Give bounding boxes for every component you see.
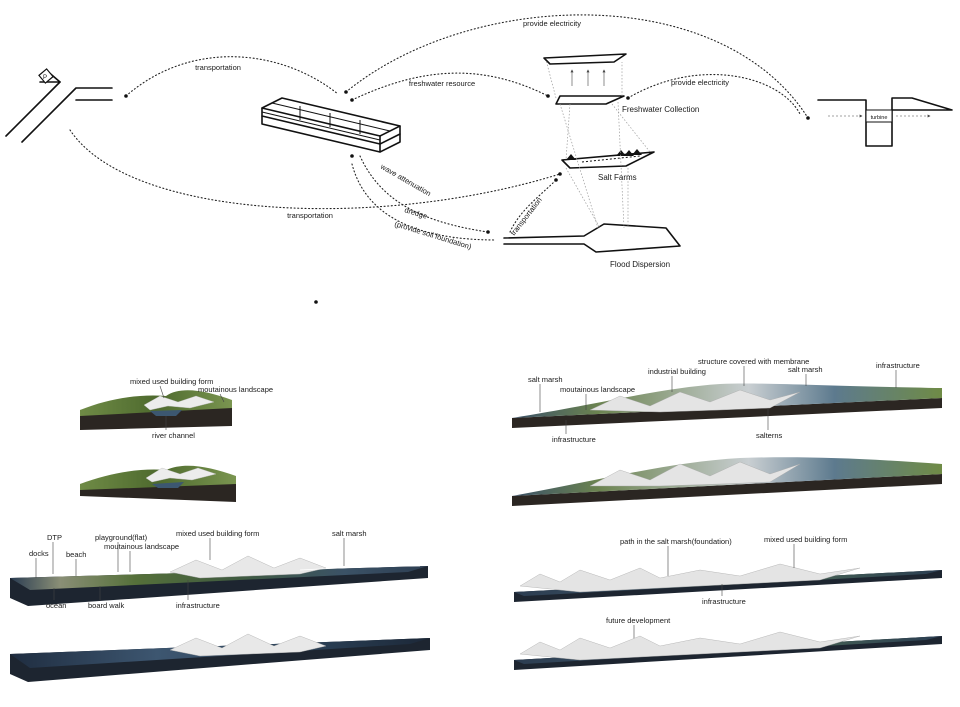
turbine-icon <box>817 97 953 147</box>
right-top-label-salt-marsh-l: salt marsh <box>528 375 563 384</box>
label-provide-electricity-right: provide electricity <box>671 78 729 87</box>
model-small-lower <box>80 465 236 502</box>
road-intersection-icon: P <box>5 68 113 143</box>
vertical-guides <box>545 59 651 229</box>
label-transportation-top: transportation <box>195 63 241 72</box>
model-right-bottom-lower <box>514 631 942 670</box>
right-top-label-salterns: salterns <box>756 431 783 440</box>
right-top-label-infra-l: infrastructure <box>552 435 596 444</box>
model-left-long-upper <box>10 555 428 606</box>
label-transportation-bottom: transportation <box>287 211 333 220</box>
freshwater-collection-icon <box>543 53 627 105</box>
label-turbine: turbine <box>871 115 888 121</box>
label-dredge-soil: (provide soil foundation) <box>393 219 473 251</box>
flow-diagram: P <box>5 14 953 304</box>
svg-text:P: P <box>43 75 47 81</box>
left-long-label-infrastructure: infrastructure <box>176 601 220 610</box>
model-small-upper <box>80 390 232 430</box>
flow-arcs <box>69 14 810 304</box>
label-salt-farms: Salt Farms <box>598 173 637 182</box>
left-long-label-beach: beach <box>66 550 86 559</box>
label-transportation-diag: transportation <box>508 196 543 238</box>
label-dredge: dredge <box>403 205 428 220</box>
label-flood-dispersion: Flood Dispersion <box>610 260 670 269</box>
model-right-top-lower <box>512 457 942 506</box>
right-bottom-label-mixed: mixed used building form <box>764 535 847 544</box>
left-long-label-docks: docks <box>29 549 49 558</box>
salt-farms-icon <box>561 149 655 169</box>
right-bottom-label-infra: infrastructure <box>702 597 746 606</box>
right-top-label-infra-r: infrastructure <box>876 361 920 370</box>
small-model-label-1: mixed used building form <box>130 377 213 386</box>
left-long-label-salt-marsh: salt marsh <box>332 529 367 538</box>
right-top-label-salt-marsh-r: salt marsh <box>788 365 823 374</box>
label-freshwater-collection: Freshwater Collection <box>622 105 699 114</box>
right-bottom-label-future: future development <box>606 616 671 625</box>
right-bottom-label-path: path in the salt marsh(foundation) <box>620 537 732 546</box>
left-long-label-boardwalk: board walk <box>88 601 125 610</box>
left-long-label-ocean: ocean <box>46 601 66 610</box>
left-long-label-playground: playground(flat) <box>95 533 148 542</box>
left-long-label-mixed: mixed used building form <box>176 529 259 538</box>
label-freshwater-resource: freshwater resource <box>409 79 475 88</box>
building-box-icon <box>261 97 401 153</box>
left-long-label-moutainous: moutainous landscape <box>104 542 179 551</box>
label-wave-attenuation: wave attenuation <box>378 161 432 198</box>
small-model-label-2: moutainous landscape <box>198 385 273 394</box>
small-model-label-3: river channel <box>152 431 195 440</box>
model-right-top-upper <box>512 383 942 428</box>
model-right-bottom-upper <box>514 563 942 602</box>
right-top-label-moutainous: moutainous landscape <box>560 385 635 394</box>
model-left-long-lower <box>10 633 430 682</box>
label-provide-electricity-top: provide electricity <box>523 19 581 28</box>
right-top-label-industrial: industrial building <box>648 367 706 376</box>
right-top-label-structure: structure covered with membrane <box>698 357 809 366</box>
left-long-label-dtp: DTP <box>47 533 62 542</box>
flood-dispersion-icon <box>503 223 681 253</box>
